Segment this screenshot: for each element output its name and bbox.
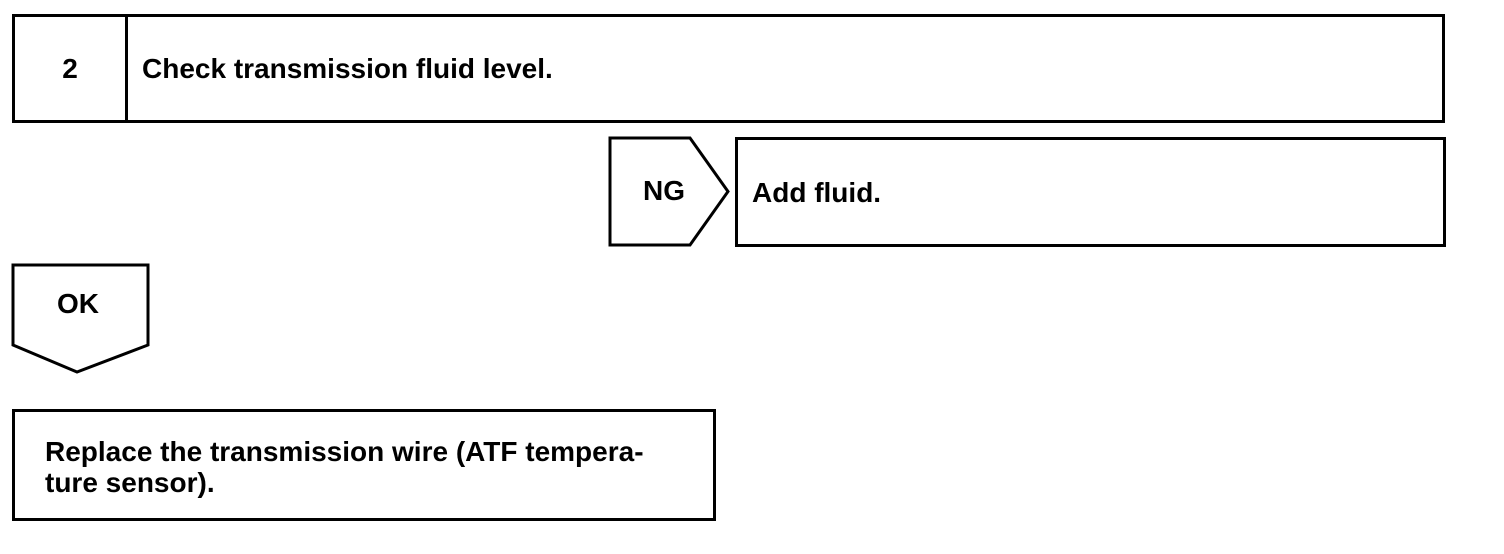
final-action-text: Replace the transmission wire (ATF tempe…	[45, 436, 705, 498]
step-box: 2 Check transmission fluid level.	[12, 14, 1445, 123]
ng-result-box: Add fluid.	[735, 137, 1446, 247]
ok-label: OK	[57, 288, 99, 319]
step-divider	[125, 17, 128, 120]
step-number: 2	[62, 53, 78, 84]
ng-arrow-shape	[608, 136, 730, 247]
ng-label: NG	[643, 175, 685, 206]
final-action-box: Replace the transmission wire (ATF tempe…	[12, 409, 716, 521]
ng-result-text: Add fluid.	[752, 177, 882, 208]
ok-arrow-shape	[11, 263, 150, 374]
step-title: Check transmission fluid level.	[142, 53, 553, 84]
final-action-line2: ture sensor).	[45, 467, 215, 498]
final-action-line1: Replace the transmission wire (ATF tempe…	[45, 436, 644, 467]
